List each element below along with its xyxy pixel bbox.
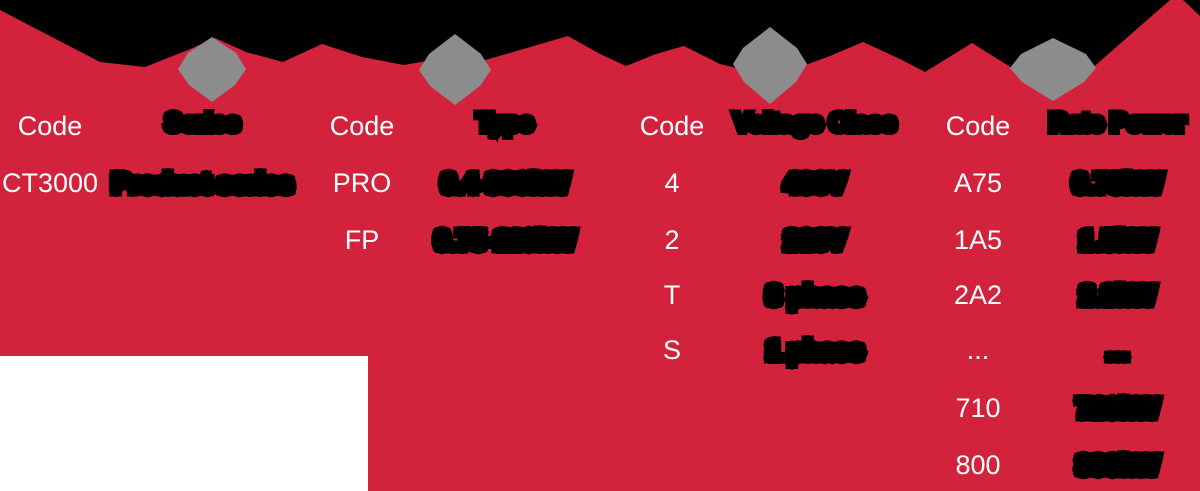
redacted-text: Series (161, 105, 244, 141)
code-value: 2 (664, 225, 680, 255)
category-header-blob: Rate Power (1030, 103, 1200, 143)
redacted-text: 800kW (1072, 446, 1163, 485)
redacted-text: 3 phase (762, 276, 868, 315)
white-cutout (0, 356, 368, 491)
desc-blob: 800kW (1030, 446, 1200, 485)
code-value: CT3000 (1, 168, 99, 198)
redacted-text: 1 phase (762, 331, 868, 370)
model-code-text-blob (0, 0, 1170, 72)
redacted-text: 710kW (1072, 389, 1163, 428)
code-value: A75 (953, 168, 1003, 198)
redacted-text: 1.5kW (1075, 221, 1159, 260)
desc-blob: ... (1030, 331, 1200, 370)
code-value: PRO (332, 168, 392, 198)
redacted-text: 220V (780, 221, 850, 260)
redacted-text: Rate Power (1045, 105, 1189, 141)
code-value: 2A2 (953, 280, 1003, 310)
desc-blob: 220V (725, 221, 905, 260)
code-value: T (663, 280, 681, 310)
desc-blob: 400V (725, 164, 905, 203)
redacted-text: 2.2kW (1075, 276, 1159, 315)
desc-blob: 0.75-110kW (415, 221, 595, 260)
code-value: 800 (955, 450, 1001, 480)
diamond-separator-icon (1010, 38, 1096, 101)
redacted-text: 0.75kW (1068, 164, 1167, 203)
desc-blob: 0.75kW (1030, 164, 1200, 203)
code-value: FP (344, 225, 380, 255)
category-header-blob: Voltage Class (725, 103, 905, 143)
desc-blob: 1 phase (725, 331, 905, 370)
redacted-text: 400V (780, 164, 850, 203)
code-column-header: Code (329, 111, 395, 141)
code-column-header: Code (639, 111, 705, 141)
diamond-separator-icon (733, 27, 807, 104)
redacted-text: Product series (108, 164, 298, 203)
diamond-separator-icon (419, 34, 491, 105)
desc-blob: Product series (105, 164, 300, 203)
desc-blob: 1.5kW (1030, 221, 1200, 260)
redacted-text: 0.4-300kW (437, 164, 573, 203)
code-value: ... (966, 335, 990, 365)
code-value: 710 (955, 393, 1001, 423)
desc-blob: 710kW (1030, 389, 1200, 428)
redacted-text: ... (1102, 331, 1133, 370)
code-column-header: Code (17, 111, 83, 141)
category-header-blob: Series (105, 103, 300, 143)
desc-blob: 3 phase (725, 276, 905, 315)
redacted-text: Type (473, 105, 537, 141)
redacted-text: Voltage Class (730, 105, 900, 141)
desc-blob: 2.2kW (1030, 276, 1200, 315)
model-code-banner (0, 0, 1200, 105)
model-code-text-blob-corner (1183, 0, 1200, 16)
code-value: 1A5 (953, 225, 1003, 255)
code-value: 4 (664, 168, 680, 198)
category-header-blob: Type (415, 103, 595, 143)
code-value: S (662, 335, 681, 365)
redacted-text: 0.75-110kW (430, 221, 579, 260)
code-column-header: Code (945, 111, 1011, 141)
diamond-separator-icon (178, 37, 246, 102)
desc-blob: 0.4-300kW (415, 164, 595, 203)
